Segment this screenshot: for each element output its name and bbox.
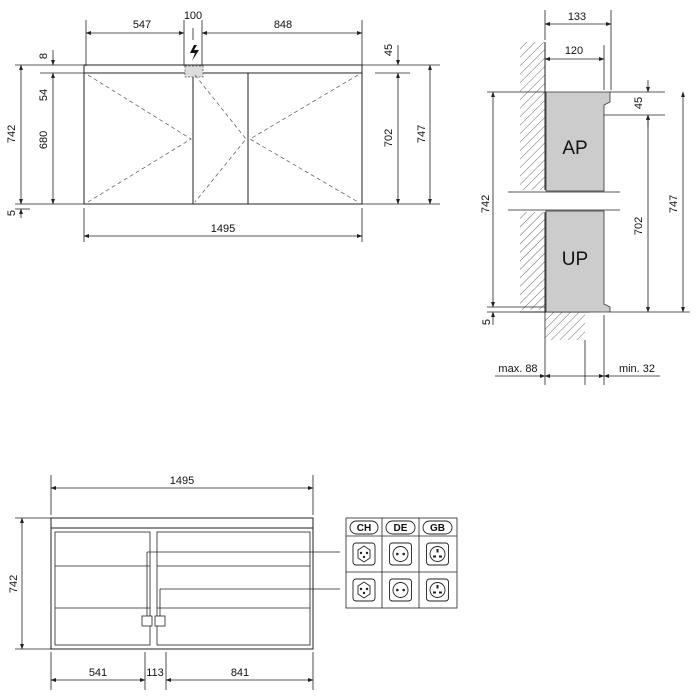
socket-gb-icon: [426, 542, 449, 566]
floor-hatch: [545, 312, 585, 340]
label-up: UP: [562, 249, 588, 270]
socket-gb-icon: [426, 578, 449, 602]
socket-table: CH DE GB: [345, 517, 458, 609]
dim-side-right-inner: 702: [633, 217, 645, 235]
back-cabinet: [50, 517, 314, 650]
dim-side-outer-height: 742: [480, 195, 492, 213]
socket-de-icon: [389, 542, 412, 566]
socket-box: [184, 65, 204, 78]
dim-side-right-top: 45: [633, 97, 645, 109]
dim-back-total-width: 1495: [170, 475, 194, 487]
back-view: 1495 742 541 113 841: [8, 475, 458, 690]
dim-front-total-width: 1495: [211, 223, 235, 235]
dim-front-socket-width: 100: [184, 10, 202, 22]
wall-lower: [520, 212, 545, 310]
dim-side-right-outer: 747: [668, 195, 680, 213]
lightning-icon: [190, 45, 199, 61]
dim-side-bottom-gap: 5: [481, 319, 493, 325]
dim-front-top-height: 8: [38, 53, 50, 59]
dim-front-mid-height: 54: [38, 89, 50, 101]
dim-back-mid-width: 113: [146, 667, 164, 679]
dim-front-right-outer: 747: [416, 125, 428, 143]
dim-front-bottom-gap: 5: [6, 210, 18, 216]
dim-front-main-height: 680: [38, 131, 50, 149]
dim-side-outer-depth: 133: [568, 11, 586, 23]
dim-clearance-max: max. 88: [498, 363, 537, 375]
dim-front-left-width: 547: [133, 19, 151, 31]
side-view: 133 120 AP UP 742 5 45 702: [480, 10, 690, 385]
cabinet-side-lower: [545, 210, 611, 313]
front-view: 547 100 848 8 54 680 742 5: [6, 10, 440, 242]
dim-side-inner-depth: 120: [565, 45, 583, 57]
dim-front-right-top: 45: [383, 44, 395, 56]
wall-upper: [520, 42, 545, 190]
header-ch: CH: [357, 523, 371, 534]
socket-de-icon: [389, 578, 412, 602]
back-socket-2: [154, 615, 166, 627]
dim-front-right-width: 848: [274, 19, 292, 31]
label-ap: AP: [562, 138, 587, 159]
back-socket-1: [141, 615, 153, 627]
socket-ch-icon: [352, 578, 376, 602]
dim-front-right-inner: 702: [383, 129, 395, 147]
dim-clearance-min: min. 32: [619, 363, 655, 375]
dim-front-outer-height: 742: [6, 125, 18, 143]
front-cabinet: [83, 64, 363, 205]
dim-back-right-width: 841: [231, 667, 249, 679]
dim-back-left-width: 541: [89, 667, 107, 679]
header-gb: GB: [430, 523, 445, 534]
header-de: DE: [394, 523, 408, 534]
socket-ch-icon: [352, 542, 376, 566]
dim-back-height: 742: [8, 575, 20, 593]
